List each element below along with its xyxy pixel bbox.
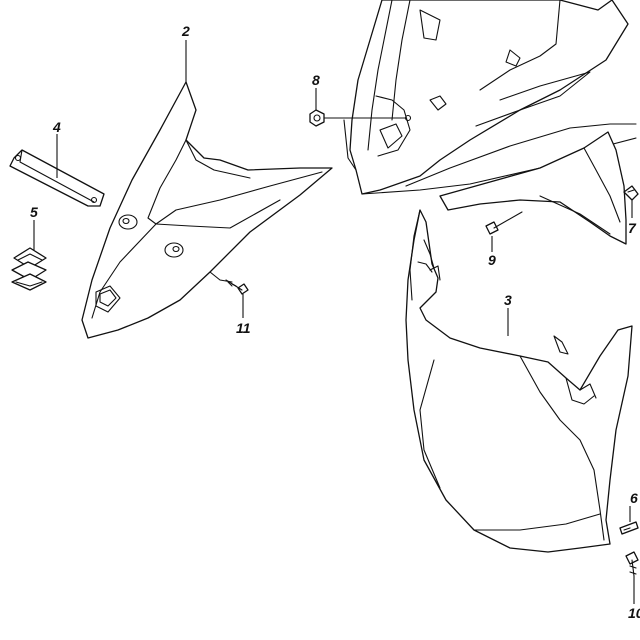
part-side-panel[interactable] bbox=[439, 131, 627, 245]
part-front-cowl[interactable] bbox=[81, 81, 333, 339]
callout-10: 10 bbox=[628, 605, 640, 621]
part-screw-11[interactable] bbox=[225, 279, 249, 295]
callout-7: 7 bbox=[628, 220, 637, 236]
callout-2: 2 bbox=[181, 23, 190, 39]
part-emblem[interactable] bbox=[11, 247, 47, 291]
part-headlight-assembly[interactable] bbox=[343, 0, 637, 195]
part-screw-6[interactable] bbox=[619, 521, 639, 535]
callout-3: 3 bbox=[504, 292, 512, 308]
callout-6: 6 bbox=[630, 490, 638, 506]
callout-9: 9 bbox=[488, 252, 496, 268]
callout-11: 11 bbox=[236, 320, 251, 336]
callout-8: 8 bbox=[312, 72, 320, 88]
part-clip-7[interactable] bbox=[623, 185, 639, 201]
callout-4: 4 bbox=[52, 119, 61, 135]
part-screw-10[interactable] bbox=[625, 551, 639, 577]
part-screw-9[interactable] bbox=[485, 211, 523, 235]
part-under-cowl[interactable] bbox=[405, 209, 633, 553]
callout-5: 5 bbox=[30, 204, 38, 220]
